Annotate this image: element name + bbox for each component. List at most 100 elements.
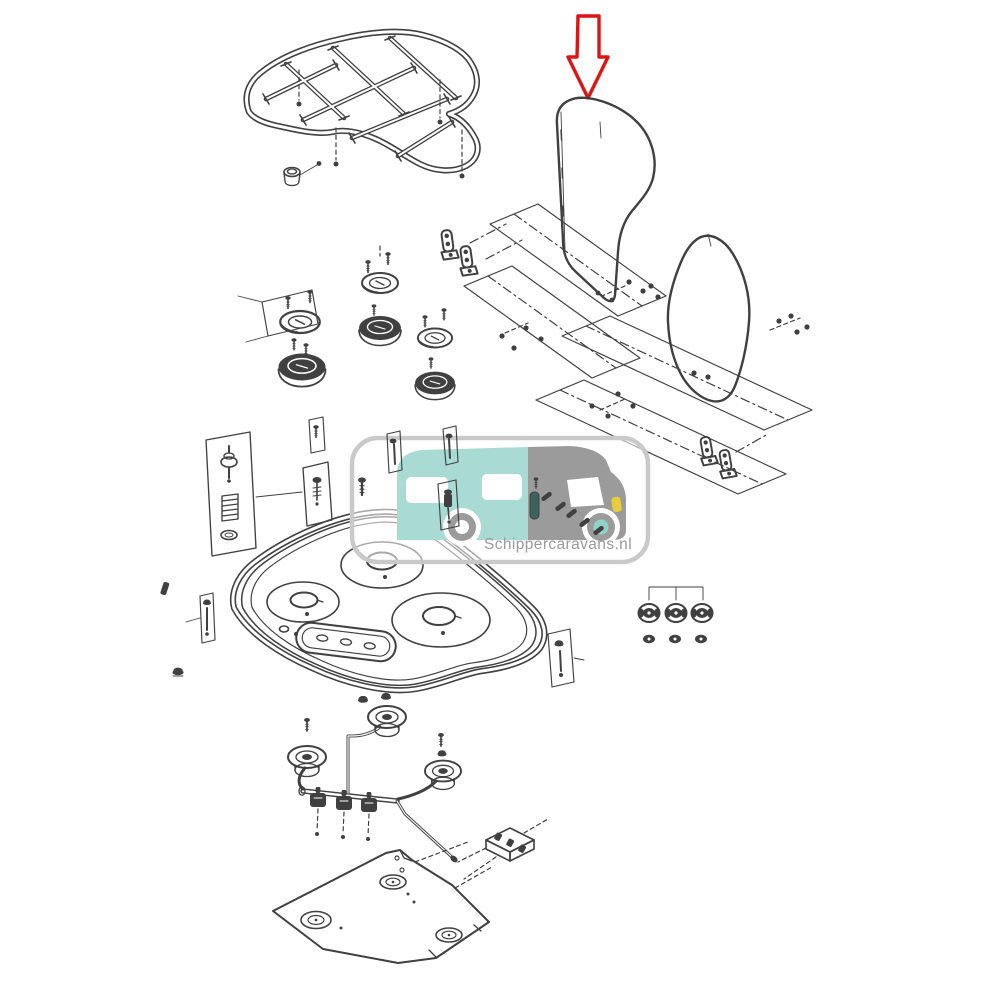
screw-dash	[555, 501, 566, 512]
screw-plate-bottom	[547, 628, 585, 688]
hinge-set-rear	[696, 433, 769, 480]
plate-dot	[412, 900, 416, 904]
basin-screw	[294, 632, 298, 636]
lid-rear-bolt	[705, 374, 711, 380]
glass-lid-front	[555, 96, 656, 303]
gas-valve	[336, 790, 352, 839]
gas-valve	[310, 787, 326, 836]
caravan-headlight	[611, 496, 622, 513]
control-recess	[295, 621, 397, 663]
venturi-bolt	[303, 717, 311, 732]
lid-rear-mark	[707, 233, 712, 247]
venturi-nut	[437, 749, 447, 757]
knob-base	[690, 603, 714, 623]
burner-well-right	[391, 592, 491, 648]
burner-screw	[440, 307, 448, 321]
highlight-arrow-icon	[566, 14, 610, 100]
lid-front-mark	[599, 121, 602, 139]
venturi-cup	[287, 745, 327, 778]
pipe-long	[395, 799, 455, 860]
grommet	[669, 634, 681, 644]
hinge-set-front	[437, 223, 523, 277]
plate-hole	[399, 867, 405, 873]
basin-rim-inner	[250, 521, 528, 681]
lid-rear-outline	[666, 234, 751, 403]
knob-bracket	[648, 586, 704, 601]
grate-foot-cup	[283, 161, 322, 187]
spark-plug-plate	[437, 479, 460, 531]
pan-support-grate	[243, 28, 481, 187]
ignition-hole	[278, 625, 290, 633]
screw-dash	[566, 508, 577, 519]
grate-outline-inner	[245, 30, 480, 172]
burner-screw	[370, 303, 378, 316]
lid-rear-bolt	[691, 370, 697, 376]
grommet	[695, 634, 707, 644]
lid-front-outline	[555, 96, 656, 303]
grate-bars-inner	[265, 37, 457, 157]
screw-dash	[541, 491, 552, 502]
grate-rubber-feet	[296, 69, 465, 179]
ignition-service-kit	[205, 431, 303, 557]
burner-screw	[427, 356, 435, 369]
spring	[221, 493, 239, 522]
burner-screw	[284, 295, 292, 310]
electrode-part	[529, 491, 540, 520]
base-plate-outline	[272, 849, 490, 964]
grate-bar-end-caps	[262, 35, 462, 162]
pipe-long-w	[396, 800, 453, 858]
arrow-shape	[566, 14, 610, 100]
watermark: Schippercaravans.nl	[349, 435, 651, 565]
mounting-track-rear	[535, 313, 813, 495]
gas-valve	[361, 792, 377, 841]
embossed-ring	[435, 927, 463, 943]
venturi-cups	[287, 692, 462, 791]
glow-plug	[220, 445, 238, 483]
burner-screw	[302, 342, 310, 356]
burner-assembly-right	[414, 307, 456, 401]
kit-plate	[205, 431, 257, 557]
embossed-ring	[300, 910, 332, 930]
caravan-body	[397, 447, 528, 540]
kit-link-line	[255, 491, 303, 498]
pipe-left	[297, 766, 307, 791]
track-rear-bolts	[589, 313, 810, 419]
burner-cap	[279, 309, 321, 335]
igniter-block	[457, 818, 549, 880]
burner-screw	[421, 314, 429, 328]
venturi-bolt	[437, 732, 445, 747]
burner-cap	[361, 272, 399, 294]
grommet	[643, 634, 655, 644]
burner-screw	[290, 337, 298, 351]
clip-part	[160, 581, 170, 596]
burner-screw	[364, 259, 372, 274]
burner-body	[414, 370, 456, 401]
loose-nut	[172, 666, 184, 677]
burner-screw	[306, 289, 314, 304]
plate-dot	[406, 892, 410, 896]
burner-body	[277, 352, 327, 388]
screw-plate-a	[386, 430, 403, 474]
venturi-nut	[380, 692, 392, 700]
screw-plate-b	[442, 425, 459, 466]
burner-screw	[384, 251, 392, 266]
lid-front-edge-ticks	[560, 129, 565, 217]
grommets	[643, 634, 707, 644]
burner-assembly-left	[237, 289, 327, 388]
pipe-middle	[346, 725, 382, 795]
burner-cap	[416, 327, 454, 349]
hob-basin	[229, 508, 548, 694]
pipe-end	[450, 855, 458, 863]
screw-plate-left	[185, 592, 216, 644]
basin-rim-outer-w	[231, 510, 546, 692]
watermark-text: Schippercaravans.nl	[484, 536, 632, 553]
burner-body	[358, 315, 402, 347]
plate-hole	[394, 855, 400, 861]
base-plate	[272, 841, 493, 964]
plate-dot	[339, 926, 343, 930]
knob-bases	[637, 586, 714, 623]
caravan-window	[406, 477, 448, 503]
pipe-middle-w	[347, 726, 381, 794]
